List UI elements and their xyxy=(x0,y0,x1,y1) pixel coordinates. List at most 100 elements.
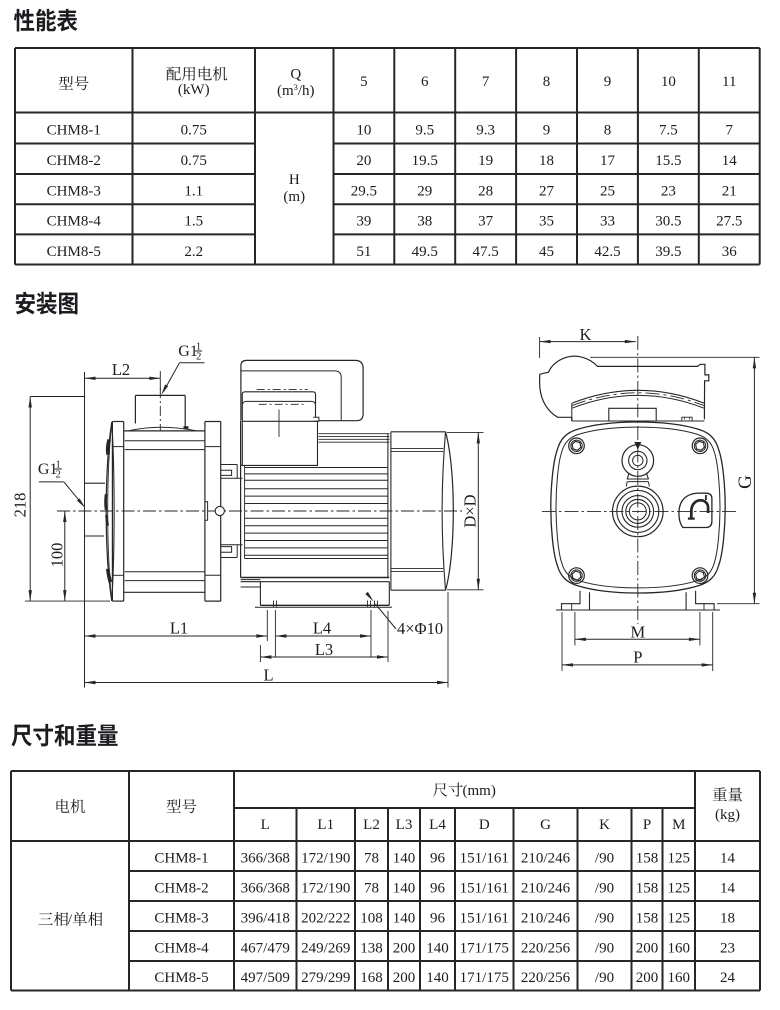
svg-text:366/368: 366/368 xyxy=(241,880,290,896)
svg-text:/90: /90 xyxy=(595,970,614,986)
svg-text:96: 96 xyxy=(430,850,446,866)
svg-text:158: 158 xyxy=(636,850,659,866)
svg-text:7: 7 xyxy=(726,122,734,138)
svg-text:210/246: 210/246 xyxy=(521,910,571,926)
svg-text:G1: G1 xyxy=(178,343,198,360)
svg-text:/90: /90 xyxy=(595,910,614,926)
svg-text:D: D xyxy=(479,817,490,833)
svg-text:1: 1 xyxy=(55,460,60,471)
svg-text:39.5: 39.5 xyxy=(655,244,681,260)
svg-text:151/161: 151/161 xyxy=(460,880,509,896)
svg-text:140: 140 xyxy=(393,880,416,896)
svg-text:2: 2 xyxy=(56,470,61,481)
svg-text:42.5: 42.5 xyxy=(594,244,620,260)
svg-text:497/509: 497/509 xyxy=(241,970,290,986)
svg-text:2.2: 2.2 xyxy=(184,244,203,260)
svg-text:140: 140 xyxy=(393,910,416,926)
svg-text:M: M xyxy=(672,817,685,833)
svg-text:7: 7 xyxy=(482,74,490,90)
svg-text:1: 1 xyxy=(196,342,201,353)
svg-text:7.5: 7.5 xyxy=(659,122,678,138)
svg-text:172/190: 172/190 xyxy=(301,880,350,896)
svg-text:CHM8-3: CHM8-3 xyxy=(47,183,101,199)
svg-text:L2: L2 xyxy=(112,360,130,379)
svg-text:19: 19 xyxy=(478,153,493,169)
svg-text:CHM8-5: CHM8-5 xyxy=(47,244,101,260)
svg-text:39: 39 xyxy=(356,214,371,230)
svg-text:L2: L2 xyxy=(363,817,380,833)
svg-text:H: H xyxy=(289,172,300,188)
svg-text:467/479: 467/479 xyxy=(241,940,290,956)
svg-text:30.5: 30.5 xyxy=(655,214,681,230)
svg-text:D×D: D×D xyxy=(460,494,479,527)
svg-text:151/161: 151/161 xyxy=(460,850,509,866)
svg-text:200: 200 xyxy=(393,970,416,986)
svg-text:P: P xyxy=(633,648,642,667)
svg-text:220/256: 220/256 xyxy=(521,970,571,986)
svg-text:47.5: 47.5 xyxy=(473,244,499,260)
svg-text:200: 200 xyxy=(393,940,416,956)
svg-text:L: L xyxy=(261,817,270,833)
svg-text:38: 38 xyxy=(417,214,432,230)
svg-text:96: 96 xyxy=(430,880,446,896)
svg-text:49.5: 49.5 xyxy=(412,244,438,260)
svg-text:CHM8-2: CHM8-2 xyxy=(47,153,101,169)
svg-text:29: 29 xyxy=(417,183,432,199)
svg-text:160: 160 xyxy=(668,940,691,956)
svg-text:K: K xyxy=(580,325,592,344)
svg-text:CHM8-1: CHM8-1 xyxy=(154,850,208,866)
svg-text:158: 158 xyxy=(636,910,659,926)
svg-text:210/246: 210/246 xyxy=(521,850,571,866)
svg-text:/90: /90 xyxy=(595,850,614,866)
svg-text:125: 125 xyxy=(668,910,691,926)
svg-text:P: P xyxy=(643,817,651,833)
svg-text:171/175: 171/175 xyxy=(460,940,509,956)
svg-text:(m): (m) xyxy=(283,189,305,205)
svg-text:11: 11 xyxy=(722,74,736,90)
svg-text:M: M xyxy=(630,623,645,642)
svg-text:L4: L4 xyxy=(313,619,331,638)
svg-text:(kW): (kW) xyxy=(178,82,210,98)
svg-text:100: 100 xyxy=(48,543,67,568)
svg-text:/90: /90 xyxy=(595,880,614,896)
svg-text:202/222: 202/222 xyxy=(301,910,350,926)
svg-text:CHM8-4: CHM8-4 xyxy=(154,940,209,956)
svg-text:23: 23 xyxy=(661,183,676,199)
svg-text:125: 125 xyxy=(668,880,691,896)
svg-text:0.75: 0.75 xyxy=(181,153,207,169)
svg-text:17: 17 xyxy=(600,153,616,169)
svg-text:9: 9 xyxy=(543,122,551,138)
svg-text:210/246: 210/246 xyxy=(521,880,571,896)
svg-text:CHM8-1: CHM8-1 xyxy=(47,122,101,138)
svg-text:0.75: 0.75 xyxy=(181,122,207,138)
svg-text:9.5: 9.5 xyxy=(415,122,434,138)
svg-text:8: 8 xyxy=(543,74,551,90)
svg-text:G: G xyxy=(540,817,551,833)
svg-text:20: 20 xyxy=(356,153,371,169)
svg-text:10: 10 xyxy=(356,122,371,138)
svg-text:9.3: 9.3 xyxy=(476,122,495,138)
svg-text:14: 14 xyxy=(720,850,736,866)
svg-text:CHM8-3: CHM8-3 xyxy=(154,910,208,926)
svg-text:96: 96 xyxy=(430,910,446,926)
svg-text:108: 108 xyxy=(360,910,383,926)
svg-text:1.1: 1.1 xyxy=(184,183,203,199)
svg-text:151/161: 151/161 xyxy=(460,910,509,926)
svg-text:168: 168 xyxy=(360,970,383,986)
svg-text:279/299: 279/299 xyxy=(301,970,350,986)
svg-text:8: 8 xyxy=(604,122,612,138)
svg-text:L1: L1 xyxy=(170,619,188,638)
svg-text:45: 45 xyxy=(539,244,554,260)
svg-text:(m3/h): (m3/h) xyxy=(277,82,315,99)
svg-text:24: 24 xyxy=(720,970,736,986)
svg-text:396/418: 396/418 xyxy=(241,910,290,926)
svg-text:1.5: 1.5 xyxy=(184,214,203,230)
svg-text:/: / xyxy=(68,912,73,928)
svg-text:CHM8-4: CHM8-4 xyxy=(47,214,102,230)
svg-text:138: 138 xyxy=(360,940,383,956)
svg-text:G: G xyxy=(735,475,756,489)
svg-text:27.5: 27.5 xyxy=(716,214,742,230)
svg-text:L3: L3 xyxy=(315,640,333,659)
svg-text:33: 33 xyxy=(600,214,615,230)
svg-text:36: 36 xyxy=(722,244,738,260)
